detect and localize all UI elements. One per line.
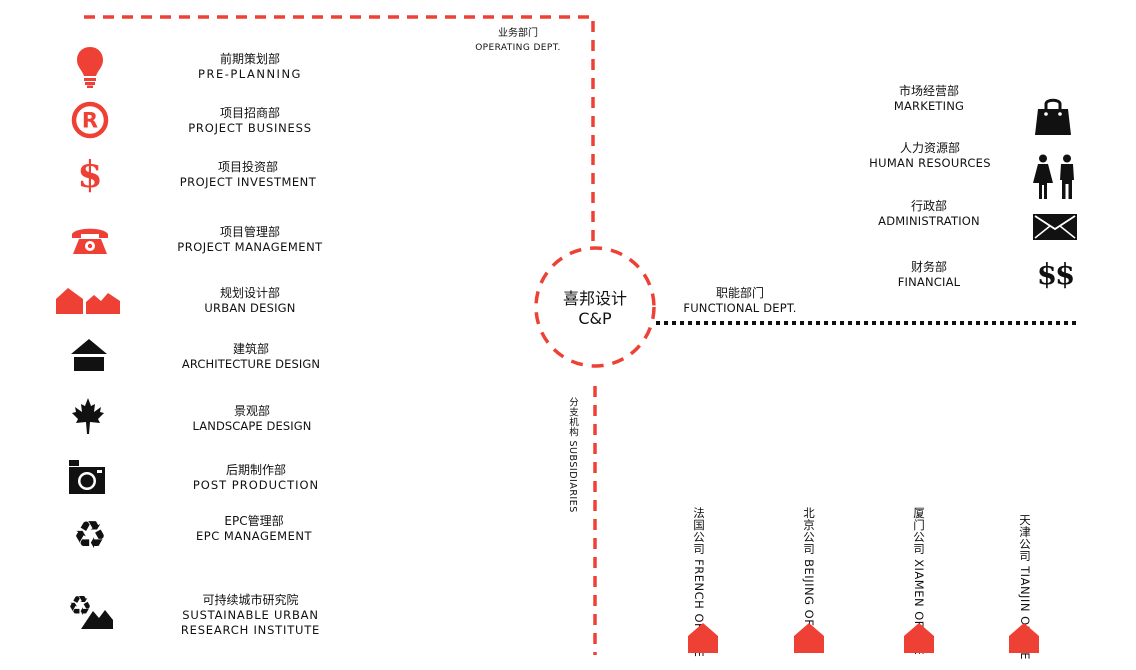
house-icon xyxy=(70,338,108,372)
dept-en: MARKETING xyxy=(893,99,965,113)
dept-project-management: 项目管理部 PROJECT MANAGEMENT xyxy=(170,225,330,255)
dept-cn: 建筑部 xyxy=(232,342,269,356)
dept-en: PROJECT INVESTMENT xyxy=(179,175,317,189)
dept-landscape-design: 景观部 LANDSCAPE DESIGN xyxy=(172,404,332,434)
dept-en: URBAN DESIGN xyxy=(204,301,296,315)
dept-cn: 后期制作部 xyxy=(225,463,286,477)
dept-architecture-design: 建筑部 ARCHITECTURE DESIGN xyxy=(170,342,332,372)
dept-en: ADMINISTRATION xyxy=(878,214,980,228)
subsidiaries-cn: 分支机构 xyxy=(567,397,578,437)
office-cn: 法国公司 xyxy=(692,507,706,555)
dept-urban-design: 规划设计部 URBAN DESIGN xyxy=(170,286,330,316)
dept-en: POST PRODUCTION xyxy=(192,478,320,492)
dept-cn: 市场经营部 xyxy=(898,84,959,98)
dept-cn: 前期策划部 xyxy=(219,52,280,66)
dept-cn: EPC管理部 xyxy=(224,514,284,528)
dept-cn: 可持续城市研究院 xyxy=(202,593,299,607)
dept-project-investment: 项目投资部 PROJECT INVESTMENT xyxy=(168,160,328,190)
dept-en: PROJECT MANAGEMENT xyxy=(177,240,323,254)
dept-en: PROJECT BUSINESS xyxy=(188,121,312,135)
dept-epc-management: EPC管理部 EPC MANAGEMENT xyxy=(174,514,334,544)
dept-administration: 行政部 ADMINISTRATION xyxy=(870,199,988,229)
center-label: 喜邦设计 C&P xyxy=(540,289,650,329)
operating-label: 业务部门 OPERATING DEPT. xyxy=(470,27,566,55)
houses-icon xyxy=(56,287,120,315)
functional-label: 职能部门 FUNCTIONAL DEPT. xyxy=(680,286,800,316)
people-icon xyxy=(1032,154,1078,200)
dept-cn: 项目投资部 xyxy=(217,160,278,174)
registered-icon: R xyxy=(71,101,109,139)
office-cn: 厦门公司 xyxy=(912,507,926,555)
dept-marketing: 市场经营部 MARKETING xyxy=(870,84,988,114)
dept-cn: 人力资源部 xyxy=(899,141,960,155)
office-house-icon xyxy=(688,623,718,653)
dept-en: LANDSCAPE DESIGN xyxy=(192,419,312,433)
svg-text:$: $ xyxy=(77,154,102,194)
center-circle xyxy=(534,246,656,368)
dept-sustainable-urban-research: 可持续城市研究院 SUSTAINABLE URBAN RESEARCH INST… xyxy=(168,593,333,638)
dept-project-business: 项目招商部 PROJECT BUSINESS xyxy=(170,106,330,136)
double-dollar-icon: $$ xyxy=(1036,257,1075,291)
maple-leaf-icon xyxy=(71,397,105,435)
svg-text:♻: ♻ xyxy=(68,591,92,622)
recycle-city-icon: ♻ xyxy=(67,590,115,630)
envelope-icon xyxy=(1033,214,1077,240)
dollar-icon: $ xyxy=(77,154,103,194)
dept-en: EPC MANAGEMENT xyxy=(196,529,312,543)
dept-financial: 财务部 FINANCIAL xyxy=(870,260,988,290)
dept-en: SUSTAINABLE URBAN xyxy=(182,608,319,622)
dept-cn: 景观部 xyxy=(233,404,270,418)
operating-cn: 业务部门 xyxy=(498,28,538,39)
dept-post-production: 后期制作部 POST PRODUCTION xyxy=(176,463,336,493)
dept-pre-planning: 前期策划部 PRE-PLANNING xyxy=(170,52,330,82)
operating-en: OPERATING DEPT. xyxy=(475,43,561,53)
dept-cn: 项目管理部 xyxy=(219,225,280,239)
lightbulb-icon xyxy=(76,46,104,88)
telephone-icon xyxy=(70,225,110,255)
office-cn: 天津公司 xyxy=(1018,514,1032,562)
center-en: C&P xyxy=(578,309,612,328)
functional-en: FUNCTIONAL DEPT. xyxy=(683,301,797,315)
camera-icon xyxy=(68,460,106,495)
dept-cn: 行政部 xyxy=(910,199,947,213)
office-house-icon xyxy=(1009,623,1039,653)
office-cn: 北京公司 xyxy=(802,507,816,555)
dept-en-line2: RESEARCH INSTITUTE xyxy=(180,623,321,637)
dept-cn: 规划设计部 xyxy=(219,286,280,300)
shopping-bag-icon xyxy=(1034,96,1072,136)
functional-cn: 职能部门 xyxy=(715,286,764,300)
subsidiaries-label: 分支机构 SUBSIDIARIES xyxy=(566,397,578,513)
subsidiaries-en: SUBSIDIARIES xyxy=(567,440,578,513)
dept-en: HUMAN RESOURCES xyxy=(869,156,991,170)
center-cn: 喜邦设计 xyxy=(562,289,627,308)
recycle-icon: ♻ xyxy=(71,515,109,553)
dept-cn: 项目招商部 xyxy=(219,106,280,120)
dept-en: FINANCIAL xyxy=(897,275,961,289)
dept-human-resources: 人力资源部 HUMAN RESOURCES xyxy=(862,141,998,171)
dept-en: PRE-PLANNING xyxy=(198,67,302,81)
office-house-icon xyxy=(794,623,824,653)
dept-cn: 财务部 xyxy=(910,260,947,274)
svg-text:R: R xyxy=(82,109,98,133)
svg-text:♻: ♻ xyxy=(73,515,107,553)
dept-en: ARCHITECTURE DESIGN xyxy=(181,357,321,371)
office-house-icon xyxy=(904,623,934,653)
